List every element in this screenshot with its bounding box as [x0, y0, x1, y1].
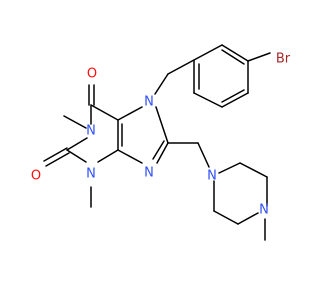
- bond-c8-n9: [156, 142, 169, 164]
- bond-pip2: [239, 162, 268, 178]
- atom-br: Br: [276, 52, 291, 67]
- bond-n3-c4: [97, 149, 119, 163]
- atom-n-pip-a: N: [207, 169, 217, 184]
- molecule-structure: O O N N N N N N Br: [31, 44, 291, 241]
- bond-pip5: [213, 210, 239, 225]
- atom-n9: N: [144, 166, 154, 181]
- bond-pip1: [218, 162, 241, 174]
- bond-ar5: [193, 92, 223, 108]
- bond-n9-c4: [117, 149, 143, 164]
- atom-n3: N: [86, 167, 96, 182]
- atom-n7: N: [144, 95, 154, 110]
- bonds: [43, 44, 271, 241]
- bond-c5-c6: [90, 104, 119, 121]
- bond-ch2-npip: [197, 142, 210, 168]
- atom-o-c2: O: [31, 169, 41, 184]
- bond-ar1: [193, 44, 223, 61]
- bond-pip4: [237, 212, 259, 225]
- atom-n1: N: [86, 124, 96, 139]
- bond-c2-n3: [66, 149, 87, 163]
- bond-ar-br: [247, 52, 271, 62]
- bond-c5-n7: [117, 106, 143, 121]
- bond-ch2-ar: [167, 59, 195, 75]
- bond-n7-ch2: [154, 73, 169, 95]
- bond-c2-o: [43, 147, 68, 162]
- bond-n7-c8: [155, 106, 169, 144]
- bond-ar2-inner: [221, 49, 245, 65]
- atom-n-pip-b: N: [259, 203, 269, 218]
- bond-ar2: [221, 44, 249, 62]
- atoms: O O N N N N N N Br: [31, 52, 291, 218]
- bond-ar4: [221, 92, 249, 108]
- bond-c8-n9-double: [152, 140, 165, 160]
- atom-o-c6: O: [87, 67, 97, 82]
- bond-c2-o-double: [45, 152, 70, 167]
- bond-n1-methyl: [63, 115, 87, 129]
- bond-ar4-inner: [221, 89, 245, 103]
- bond-n1-c2: [66, 137, 88, 151]
